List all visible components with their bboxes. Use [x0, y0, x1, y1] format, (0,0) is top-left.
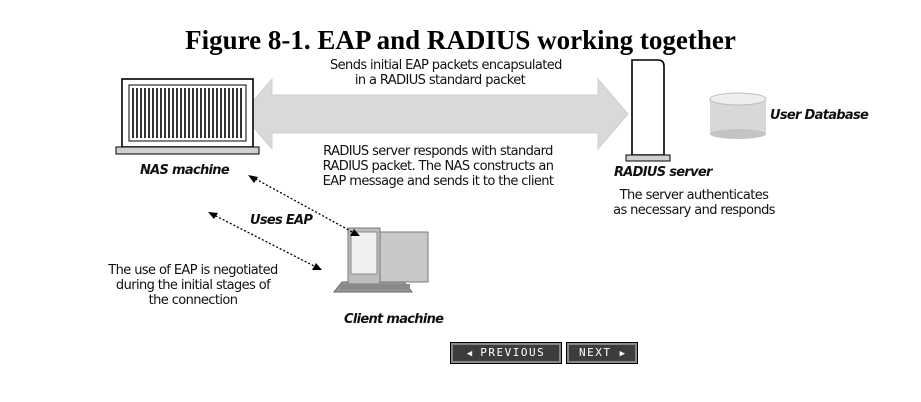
- arrowhead: [248, 175, 258, 183]
- label-line: RADIUS packet. The NAS constructs an: [322, 159, 554, 174]
- label-line: RADIUS server responds with standard: [323, 144, 553, 159]
- previous-button-label: PREVIOUS: [480, 346, 546, 359]
- radius-server-icon: [625, 59, 671, 162]
- arrowhead: [312, 263, 322, 270]
- chevron-left-icon: ◀: [466, 349, 473, 359]
- double-arrow: [241, 77, 629, 151]
- arrowhead: [350, 229, 360, 236]
- label-line: the connection: [148, 293, 238, 308]
- negotiation-note: The use of EAP is negotiated during the …: [104, 263, 282, 308]
- encapsulation-label: Sends initial EAP packets encapsulated i…: [330, 58, 562, 88]
- response-label: RADIUS server responds with standard RAD…: [316, 144, 560, 189]
- arrowhead: [208, 212, 218, 219]
- previous-button[interactable]: ◀ PREVIOUS: [450, 342, 562, 364]
- label-line: during the initial stages of: [115, 278, 271, 293]
- label-line: in a RADIUS standard packet: [354, 73, 526, 88]
- user-database-label: User Database: [770, 108, 869, 123]
- nas-machine-icon: [115, 78, 260, 155]
- label-line: as necessary and responds: [613, 203, 775, 218]
- label-line: The use of EAP is negotiated: [108, 263, 278, 278]
- chevron-right-icon: ▶: [619, 349, 626, 359]
- client-machine-label: Client machine: [344, 312, 444, 327]
- label-line: Sends initial EAP packets encapsulated: [330, 58, 562, 73]
- client-machine-icon: [332, 227, 429, 293]
- radius-server-label: RADIUS server: [614, 165, 712, 180]
- figure-title: Figure 8-1. EAP and RADIUS working toget…: [185, 25, 736, 55]
- label-line: EAP message and sends it to the client: [322, 174, 554, 189]
- next-button[interactable]: NEXT ▶: [566, 342, 638, 364]
- user-database-icon: [709, 92, 767, 139]
- uses-eap-label: Uses EAP: [250, 213, 313, 228]
- server-note: The server authenticates as necessary an…: [610, 188, 778, 218]
- nas-machine-label: NAS machine: [140, 163, 230, 178]
- label-line: The server authenticates: [619, 188, 769, 203]
- next-button-label: NEXT: [578, 346, 612, 359]
